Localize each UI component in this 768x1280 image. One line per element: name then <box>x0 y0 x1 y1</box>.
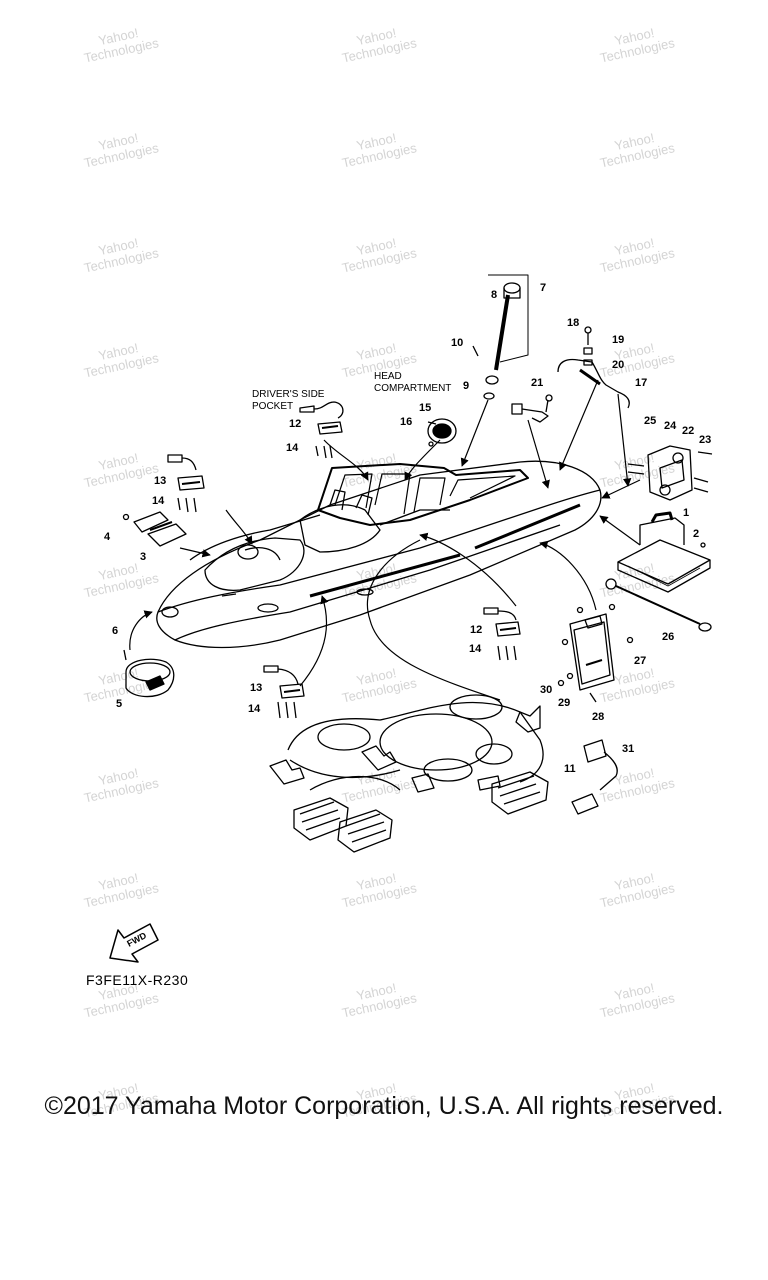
copyright-notice: ©2017 Yamaha Motor Corporation, U.S.A. A… <box>44 1092 724 1120</box>
callout-11: 11 <box>564 763 576 775</box>
callout-18: 18 <box>567 317 579 329</box>
callout-6: 6 <box>112 625 118 637</box>
callout-14-bottom: 14 <box>248 703 261 715</box>
boat-hull <box>156 460 602 649</box>
callout-14-lower: 14 <box>469 643 482 655</box>
pump-part-22 <box>627 445 713 501</box>
callout-15: 15 <box>419 402 431 414</box>
callout-22: 22 <box>682 425 694 437</box>
callout-26: 26 <box>662 631 674 643</box>
callout-3: 3 <box>140 551 146 563</box>
callout-17: 17 <box>635 377 647 389</box>
wiring-harness-part-11 <box>269 694 549 853</box>
battery-bracket-part-1 <box>617 511 711 593</box>
callout-23: 23 <box>699 434 711 446</box>
callout-16: 16 <box>400 416 412 428</box>
callout-20: 20 <box>612 359 624 371</box>
light-part-12-upper <box>299 401 344 459</box>
horn-part-5 <box>123 649 175 698</box>
cable-part-31 <box>571 739 618 815</box>
antenna-assembly <box>472 274 529 400</box>
callout-12-upper: 12 <box>289 418 301 430</box>
callout-5: 5 <box>116 698 122 710</box>
callout-21: 21 <box>531 377 543 389</box>
forward-arrow-icon <box>109 923 159 963</box>
callout-28: 28 <box>592 711 604 723</box>
callout-7: 7 <box>540 282 546 294</box>
callout-13-upper: 13 <box>154 475 166 487</box>
callout-24: 24 <box>664 420 677 432</box>
callout-9: 9 <box>463 380 469 392</box>
callout-14-upper: 14 <box>286 442 299 454</box>
callout-2: 2 <box>693 528 699 540</box>
callout-14-mid: 14 <box>152 495 165 507</box>
callout-4: 4 <box>104 531 111 543</box>
callout-8: 8 <box>491 289 497 301</box>
fwd-label: FWD <box>125 930 148 949</box>
head-compartment-label-2: COMPARTMENT <box>374 383 451 394</box>
light-part-13-lower <box>263 665 305 719</box>
drivers-side-pocket-label: DRIVER'S SIDE <box>252 389 325 400</box>
callout-13-lower: 13 <box>250 682 262 694</box>
callout-10: 10 <box>451 337 463 349</box>
callout-19: 19 <box>612 334 624 346</box>
light-part-12-lower <box>483 607 521 661</box>
callout-29: 29 <box>558 697 570 709</box>
callout-27: 27 <box>634 655 646 667</box>
sensor-part-21 <box>511 394 553 423</box>
control-unit-part-27 <box>557 603 634 703</box>
callout-31: 31 <box>622 743 634 755</box>
callout-12-lower: 12 <box>470 624 482 636</box>
speaker-part-15 <box>427 418 457 447</box>
callout-1: 1 <box>683 507 689 519</box>
head-compartment-label: HEAD <box>374 371 402 382</box>
drivers-side-pocket-label-2: POCKET <box>252 401 293 412</box>
light-part-13-upper <box>167 454 205 513</box>
diagram-code: F3FE11X-R230 <box>86 972 189 988</box>
callout-numbers: 1 2 3 4 5 6 7 8 9 10 11 12 13 14 14 15 1… <box>104 282 711 775</box>
callout-25: 25 <box>644 415 656 427</box>
vent-part-3 <box>122 511 187 547</box>
windshield <box>317 463 529 526</box>
cable-part-26 <box>605 578 712 632</box>
callout-30: 30 <box>540 684 552 696</box>
leader-lines <box>129 379 641 701</box>
